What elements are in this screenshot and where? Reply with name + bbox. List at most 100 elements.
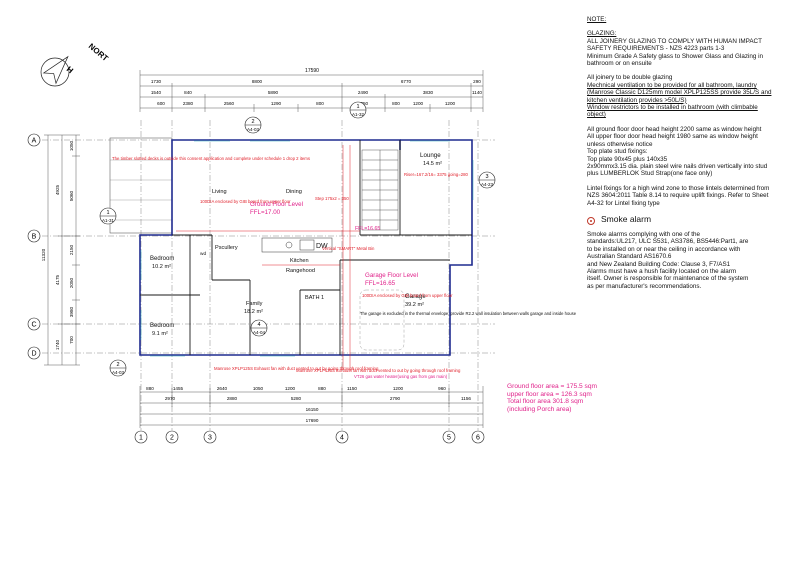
svg-text:3830: 3830	[423, 90, 434, 95]
left-dim-overall: 11320	[41, 248, 46, 261]
left-dimensions	[44, 134, 80, 366]
svg-text:2970: 2970	[165, 396, 176, 401]
smoke-alarm-line: Australian Standard AS1670.6	[587, 253, 672, 261]
svg-text:2880: 2880	[227, 396, 238, 401]
grid-col-bubbles: 1 2 3 4 5 6	[134, 430, 485, 444]
svg-text:1: 1	[356, 104, 359, 110]
svg-text:840: 840	[184, 90, 192, 95]
svg-text:5060: 5060	[69, 190, 74, 201]
timber-note: The timber slotted decks is outside this…	[112, 156, 310, 161]
room-scullery: Pscullery	[215, 245, 238, 251]
svg-text:3: 3	[208, 435, 212, 442]
interior-walls	[140, 140, 472, 355]
svg-text:1455: 1455	[173, 386, 184, 391]
svg-text:600: 600	[157, 101, 165, 106]
notes-title: NOTE:	[587, 16, 607, 23]
north-label-h: H	[65, 65, 75, 76]
svg-text:1140: 1140	[472, 90, 482, 95]
room-bedroom1-area: 10.2 m²	[152, 264, 171, 270]
svg-text:1200: 1200	[393, 386, 404, 391]
svg-text:800: 800	[392, 101, 400, 106]
svg-text:6770: 6770	[401, 79, 412, 84]
lintel-note: A4-32 for Lintel fixing type	[587, 199, 660, 207]
ground-floor-area: Ground floor area = 175.5 sqm	[507, 383, 597, 390]
svg-text:1740: 1740	[55, 339, 60, 350]
svg-text:2: 2	[251, 119, 254, 125]
overall-dim-bottom: 17690	[306, 418, 319, 423]
room-garage-area: 39.2 m²	[405, 302, 424, 308]
ffl-small-label: FFL=16.65	[355, 226, 380, 232]
svg-text:A: A	[32, 138, 37, 145]
section-marker-left: 1 A1-31	[99, 207, 117, 225]
bottom-dims-row1: 880 1455 2640 1050 1200 880 1150 1200 96…	[146, 386, 446, 391]
smoke-alarm-line: as per manufacturer's recommendations.	[587, 282, 702, 290]
top-dims-row3: 600 2380 2560 1290 800 1750 800 1200 120…	[157, 101, 455, 106]
svg-text:5890: 5890	[268, 90, 279, 95]
enclosed-note-2: 100DIA enclosed by GIB board from upper …	[362, 293, 453, 298]
vent-note-2: Manrose XPLP125S Exhaust fan with duct v…	[296, 368, 461, 373]
room-family: Family	[246, 301, 263, 307]
svg-text:1200: 1200	[445, 101, 456, 106]
ventilation-note: kitchen ventilation provides >50L/S)	[587, 96, 687, 104]
bottom-dimensions	[139, 386, 484, 428]
ground-ffl-label: FFL=17.00	[250, 209, 281, 216]
ventilation-note: (Manrose Classic D125mm model XPLP125SS …	[587, 89, 772, 97]
svg-text:1050: 1050	[69, 140, 74, 151]
svg-text:2790: 2790	[390, 396, 401, 401]
smoke-alarm-line: Alarms must have a hush facility located…	[587, 267, 737, 275]
room-bedroom2-area: 9.1 m²	[152, 331, 168, 337]
top-dims-row1: 1730 8800 6770 290	[151, 79, 481, 84]
smoke-alarm-line: to be installed on or near the ceiling i…	[587, 245, 741, 253]
svg-text:2: 2	[116, 362, 119, 368]
glazing-line: SAFETY REQUIREMENTS - NZS 4223 parts 1-3	[587, 45, 725, 53]
step-note: Step 175x2 = 350	[315, 196, 349, 201]
hot-water-note: VT26 gas water heater(using gas from gas…	[354, 374, 448, 379]
svg-text:1730: 1730	[151, 79, 162, 84]
smoke-alarm-title: Smoke alarm	[601, 213, 652, 224]
svg-text:1750: 1750	[358, 101, 369, 106]
lintel-note: Lintel fixings for a high wind zone to t…	[587, 184, 770, 192]
svg-text:1540: 1540	[151, 90, 162, 95]
notes-panel: NOTE: GLAZING: ALL JOINERY GLAZING TO CO…	[587, 16, 792, 290]
overall-dim-top: 17590	[305, 68, 319, 74]
svg-text:2560: 2560	[224, 101, 235, 106]
svg-text:1200: 1200	[413, 101, 424, 106]
red-notes: 100DIA enclosed by GIB board from upper …	[112, 156, 469, 379]
riser-note: Riser=167.2/16= 3375 going=280	[404, 172, 469, 177]
lintel-note: NZS 3604:2011 Table 8.14 to require upli…	[587, 192, 769, 200]
svg-text:A1-32: A1-32	[352, 112, 365, 117]
ventilation-note: Window restrictors to be installed in ba…	[587, 104, 758, 112]
porch-note: (including Porch area)	[507, 405, 572, 413]
glazing-line: Minimum Grade A Safety glass to Shower G…	[587, 52, 764, 60]
svg-text:4175: 4175	[55, 274, 60, 285]
svg-text:2380: 2380	[183, 101, 194, 106]
north-label: NORT	[87, 42, 110, 64]
garage-ffl-label: FFL=16.65	[365, 280, 396, 287]
vertical-bin-note: Vertical "SMART" Metal Bin	[322, 246, 375, 251]
section-marker-family: 4 A4-04	[250, 319, 268, 337]
svg-text:8800: 8800	[252, 79, 263, 84]
smoke-alarm-line: standards:UL217, ULC S531, AS3786, BS544…	[587, 238, 749, 246]
svg-text:1156: 1156	[461, 396, 471, 401]
svg-text:D: D	[31, 351, 36, 358]
section-marker-upper-left: 2 A4-03	[244, 116, 262, 134]
svg-text:1050: 1050	[253, 386, 264, 391]
svg-text:A4-03: A4-03	[112, 370, 125, 375]
floor-level-labels: Ground Floor Level FFL=17.00 Garage Floo…	[250, 201, 418, 287]
garage-thermal-note: The garage is excluded in the thermal en…	[360, 311, 577, 316]
glazing-line: bathroom or on ensuite	[587, 60, 652, 68]
svg-text:2150: 2150	[69, 244, 74, 255]
dishwasher-label: DW	[316, 243, 328, 250]
svg-text:4925: 4925	[55, 184, 60, 195]
svg-text:A1-31: A1-31	[102, 218, 115, 223]
svg-text:5: 5	[447, 435, 451, 442]
svg-text:2050: 2050	[69, 277, 74, 288]
svg-text:700: 700	[69, 336, 74, 344]
room-bedroom1: Bedroom	[150, 256, 174, 262]
bottom-dims-row2: 2970 2880 5280 2790 1156	[165, 396, 471, 401]
room-garage: Garage	[405, 293, 426, 300]
service-lines	[176, 145, 360, 370]
svg-text:A4-04: A4-04	[253, 330, 266, 335]
top-dimensions	[139, 70, 484, 112]
